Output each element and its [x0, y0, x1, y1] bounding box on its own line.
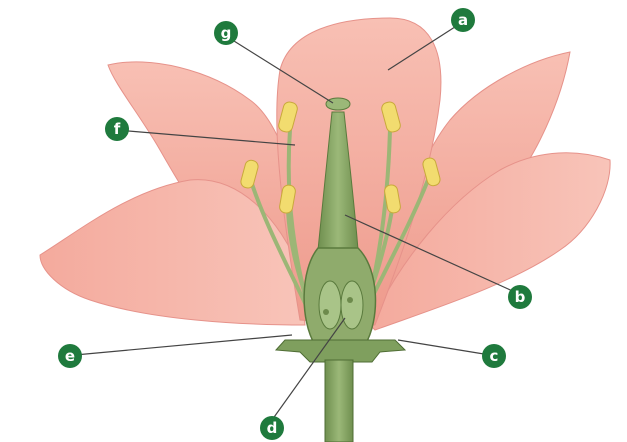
label-d: d [260, 416, 284, 440]
stem [325, 360, 353, 442]
label-b-text: b [515, 288, 526, 306]
ovule-left [319, 281, 341, 329]
label-g: g [214, 21, 238, 45]
label-a: a [451, 8, 475, 32]
label-g-text: g [221, 24, 232, 42]
leader-line-c [398, 340, 490, 355]
label-e: e [58, 344, 82, 368]
ovule-dot-1 [323, 309, 329, 315]
ovule-dot-2 [347, 297, 353, 303]
stigma [326, 98, 350, 110]
label-e-text: e [65, 347, 75, 365]
label-b: b [508, 285, 532, 309]
label-c-text: c [490, 347, 499, 365]
label-a-text: a [458, 11, 468, 29]
label-c: c [482, 344, 506, 368]
label-f-text: f [114, 120, 121, 138]
sepals [276, 340, 405, 362]
label-d-text: d [267, 419, 278, 437]
leader-line-e [75, 335, 292, 355]
ovule-right [341, 281, 363, 329]
label-f: f [105, 117, 129, 141]
